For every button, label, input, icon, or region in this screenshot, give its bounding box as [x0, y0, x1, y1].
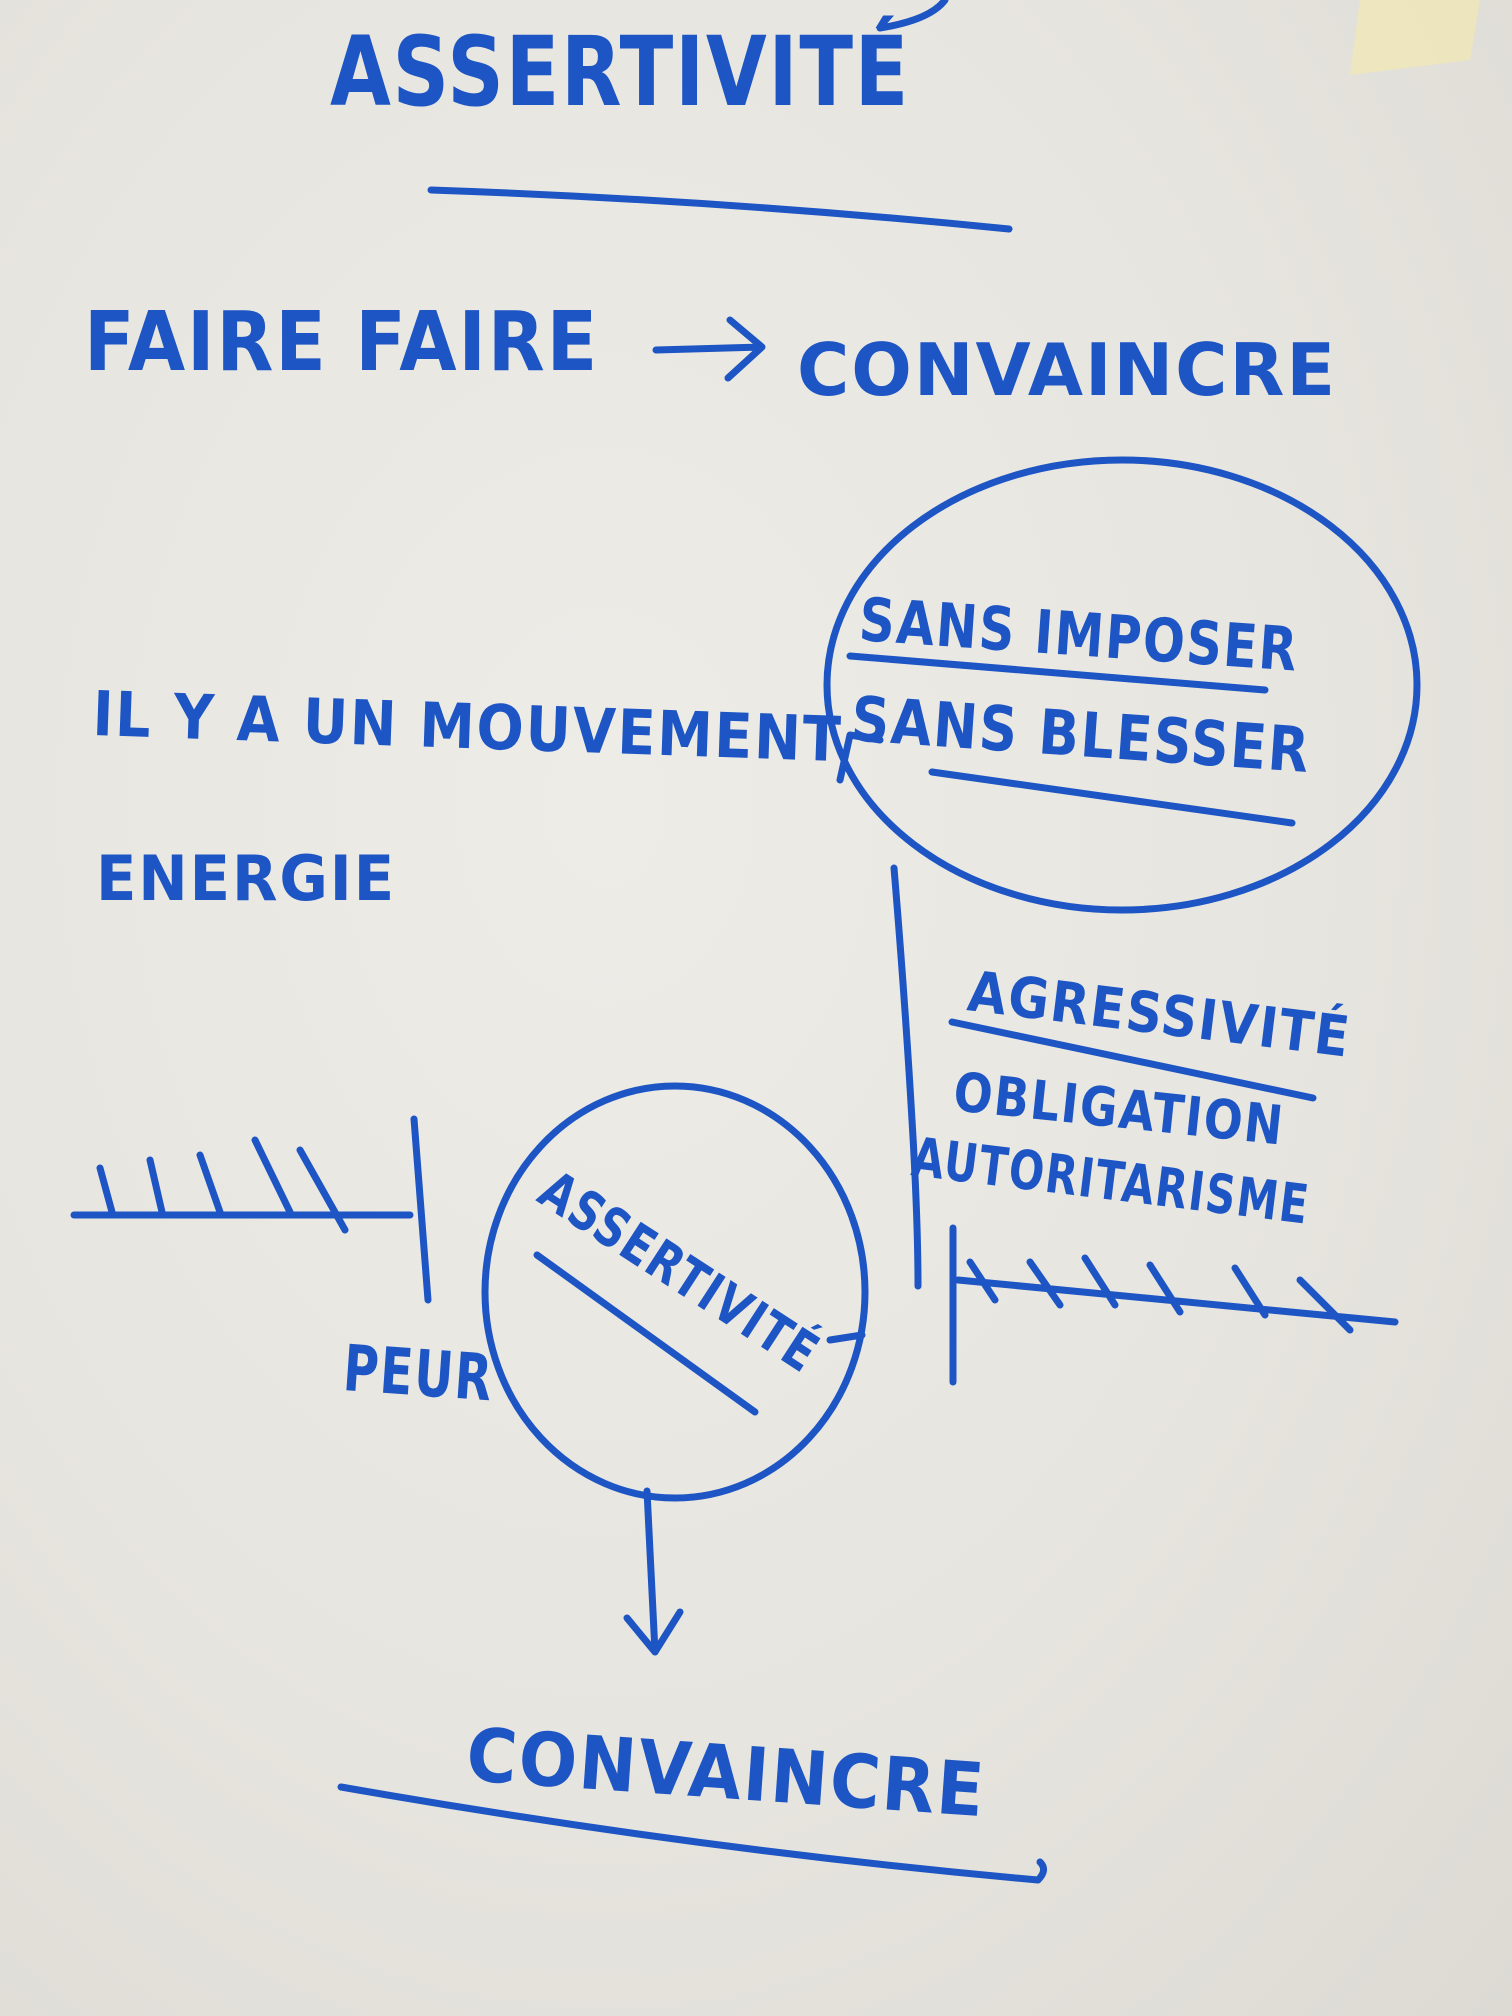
center-assertivite-text: ASSERTIVITÉ: [528, 1158, 831, 1385]
center-circle: [481, 1082, 869, 1502]
arrow-down-icon: [623, 1487, 684, 1656]
left-barrier: [70, 1115, 432, 1304]
title-swoosh: [876, 0, 949, 32]
faire-faire-text: FAIRE FAIRE: [84, 295, 599, 390]
center-underline: [533, 1251, 759, 1416]
center-tick: [826, 1331, 866, 1344]
sans-blesser-text: SANS BLESSER: [849, 682, 1313, 787]
mouvement-text: IL Y A UN MOUVEMENT: [91, 677, 843, 776]
arrow-right-icon: [652, 316, 766, 382]
right-barrier: [949, 1224, 1399, 1386]
vertical-divider: [890, 864, 922, 1290]
agressivite-text: AGRESSIVITÉ: [964, 958, 1354, 1070]
result-underline: [337, 1783, 1047, 1884]
convaincre-top-text: CONVAINCRE: [797, 328, 1337, 412]
bubble-ellipse: [823, 456, 1421, 914]
sans-imposer-underline: [846, 652, 1269, 694]
sans-imposer-text: SANS IMPOSER: [857, 585, 1301, 686]
energie-text: ENERGIE: [96, 842, 396, 915]
movement-arrow-icon: [836, 731, 884, 784]
agressivite-underline: [948, 1018, 1317, 1102]
tape: [1350, 0, 1480, 75]
convaincre-bottom-text: CONVAINCRE: [464, 1712, 989, 1834]
title: ASSERTIVITÉ: [330, 15, 910, 128]
peur-text: PEUR: [341, 1332, 496, 1416]
title-underline: [427, 186, 1013, 233]
sans-blesser-underline: [928, 768, 1296, 827]
